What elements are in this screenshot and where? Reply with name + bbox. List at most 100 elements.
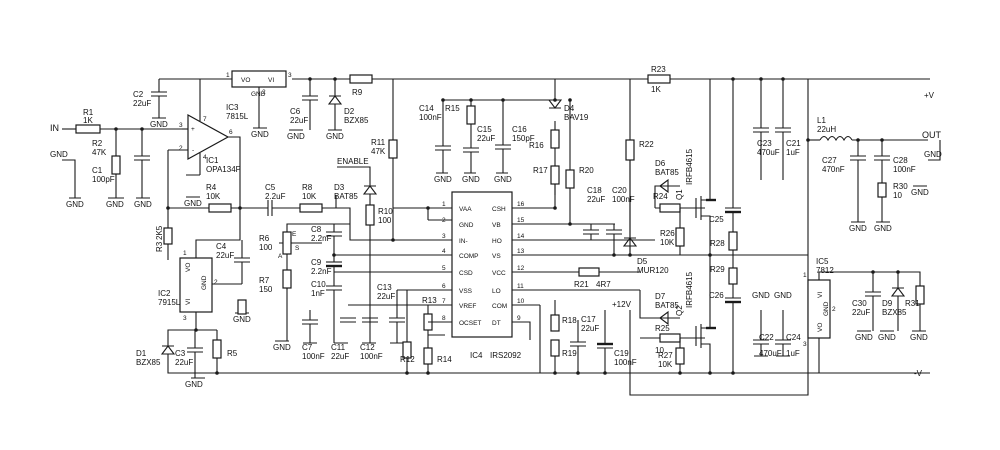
ic5-gnd: GND <box>823 301 830 316</box>
ic1-opamp <box>187 113 230 161</box>
ic4-pins: VAA1GND2IN-3COMP4CSD5VSS6VREF7OCSET8CSH1… <box>442 201 525 327</box>
c19-val: 100nF <box>614 358 637 367</box>
c18-ref: C18 <box>587 186 602 195</box>
r3-val: 2K5 <box>155 225 164 240</box>
gnd-9: GND <box>434 175 452 184</box>
resistor-r16 <box>550 129 560 149</box>
r6-ref: R6 <box>259 234 270 243</box>
ic3-ref: IC3 <box>226 103 239 112</box>
ic1-p4: 4 <box>203 154 207 161</box>
resistor-rmid <box>237 299 247 315</box>
gnd-23: GND <box>185 380 203 389</box>
c19-ref: C19 <box>614 349 629 358</box>
gnd-13: GND <box>849 224 867 233</box>
c20-ref: C20 <box>612 186 627 195</box>
gnd-21: GND <box>910 333 928 342</box>
gnd-20: GND <box>878 333 896 342</box>
resistor-r23 <box>647 74 671 84</box>
r20-ref: R20 <box>579 166 594 175</box>
c4-ref: C4 <box>216 242 227 251</box>
ic4-pin-number: 6 <box>442 283 446 290</box>
c14-ref: C14 <box>419 104 434 113</box>
r23-ref: R23 <box>651 65 666 74</box>
ic3-vi: VI <box>268 77 274 84</box>
r2-val: 47K <box>92 148 107 157</box>
inductor-l1 <box>819 135 853 142</box>
ic1-p6: 6 <box>229 129 233 136</box>
r28-ref: R28 <box>710 239 725 248</box>
r31-ref: R31 <box>905 299 920 308</box>
input-port-label: IN <box>50 123 59 133</box>
gnd-5: GND <box>184 199 202 208</box>
resistor-r2 <box>111 155 121 175</box>
r27-val: 10K <box>658 360 673 369</box>
q1-ref: Q1 <box>675 189 684 200</box>
ic4-pin-name-vss: VSS <box>459 288 473 295</box>
p12-label: +12V <box>612 300 632 309</box>
resistor-r14 <box>423 347 433 365</box>
r4-ref: R4 <box>206 183 217 192</box>
ic4-pin-number: 11 <box>517 283 524 290</box>
c16-ref: C16 <box>512 125 527 134</box>
resistor-r22 <box>625 139 635 161</box>
gnd-14: GND <box>874 224 892 233</box>
ic2-part: 7915L <box>158 298 181 307</box>
l1-ref: L1 <box>817 116 826 125</box>
ic4-pin-name-comp: COMP <box>459 253 479 260</box>
c5-val: 2.2uF <box>265 192 286 201</box>
gnd-7: GND <box>287 132 305 141</box>
r11-val: 47K <box>371 147 386 156</box>
r4-val: 10K <box>206 192 221 201</box>
r7-ref: R7 <box>259 276 270 285</box>
c14-val: 100nF <box>419 113 442 122</box>
c8-val: 2.2nF <box>311 234 332 243</box>
c10-val: 1nF <box>311 289 325 298</box>
ic4-part: IRS2092 <box>490 351 522 360</box>
r6-val: 100 <box>259 243 273 252</box>
resistor-r20 <box>565 169 575 189</box>
c2-ref: C2 <box>133 90 144 99</box>
ic4-pin-number: 1 <box>442 201 446 208</box>
ic4-pin-number: 9 <box>517 315 521 322</box>
ic1-plus: + <box>191 126 195 133</box>
c22-ref: C22 <box>759 333 774 342</box>
d9-ref: D9 <box>882 299 893 308</box>
q2-mosfet <box>695 254 808 373</box>
r29-ref: R29 <box>710 265 725 274</box>
c10-ref: C10 <box>311 280 326 289</box>
ic3-part: 7815L <box>226 112 249 121</box>
gnd-11: GND <box>494 175 512 184</box>
resistor-r26 <box>675 227 685 247</box>
r24-ref: R24 <box>653 192 668 201</box>
ic4-pin-name-vcc: VCC <box>492 270 506 277</box>
r10-ref: R10 <box>378 207 393 216</box>
ic1-p3: 3 <box>179 122 183 129</box>
resistor-r7 <box>282 269 292 289</box>
c28-ref: C28 <box>893 156 908 165</box>
pot-s: S <box>295 245 300 252</box>
ic3-p1: 1 <box>226 72 230 79</box>
c11-ref: C11 <box>331 343 346 352</box>
ic2-p2: 2 <box>214 279 218 286</box>
resistor-r8 <box>299 203 323 213</box>
ic4-ref: IC4 <box>470 351 483 360</box>
d5-val: MUR120 <box>637 266 669 275</box>
d9-val: BZX85 <box>882 308 907 317</box>
c6-val: 22uF <box>290 116 308 125</box>
c17-ref: C17 <box>581 315 596 324</box>
gnd-2: GND <box>106 200 124 209</box>
ic4-pin-name-gnd: GND <box>459 222 474 229</box>
resistor-r15 <box>466 105 476 125</box>
r25-val: 10 <box>655 346 664 355</box>
ic1-minus: - <box>192 147 194 154</box>
r26-val: 10K <box>660 238 675 247</box>
resistor-r1 <box>75 124 101 134</box>
resistor-r6-pot <box>282 231 292 255</box>
resistor-r27 <box>675 347 685 365</box>
ic3-p2: 2 <box>262 89 266 96</box>
gnd-22: GND <box>233 315 251 324</box>
ic4-pin-number: 16 <box>517 201 525 208</box>
d7-val: BAT85 <box>655 301 679 310</box>
c13-ref: C13 <box>377 283 392 292</box>
ic4-pin-number: 8 <box>442 315 446 322</box>
